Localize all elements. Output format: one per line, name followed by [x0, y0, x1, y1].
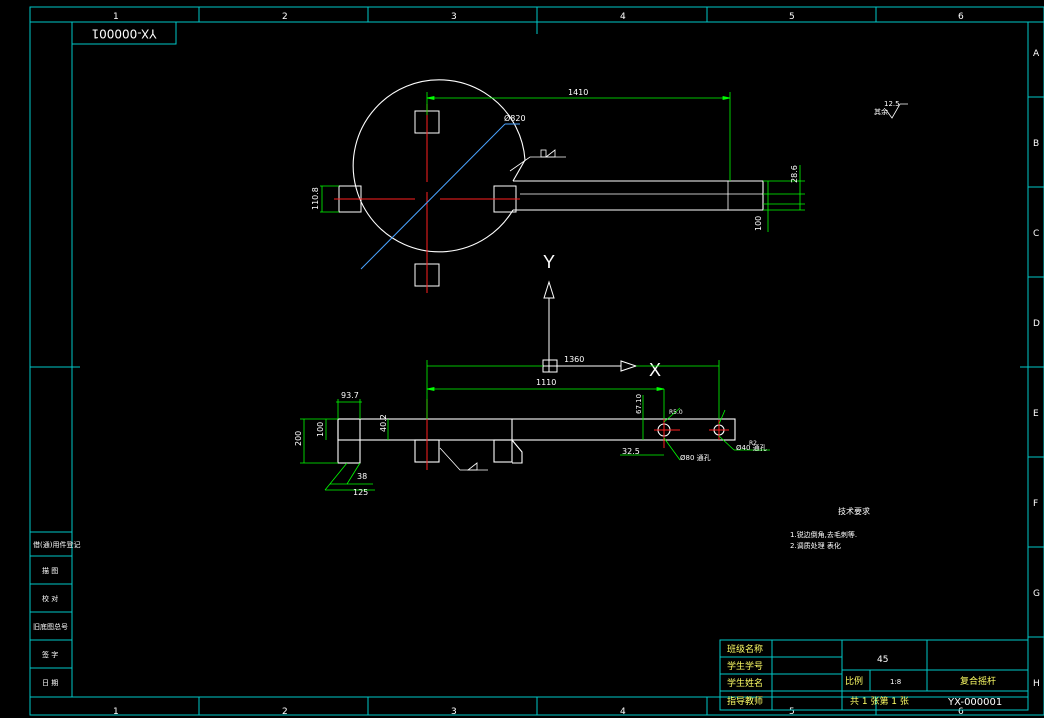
dim-40-2: 40.2 [379, 414, 388, 432]
tb-drawing-no: YX-000001 [947, 697, 1002, 708]
tb-scale-value: 1:8 [890, 678, 901, 686]
front-view-dimensions [300, 360, 770, 491]
left-stamp-labels: 借(通)用件登记 描 图 校 对 旧底图总号 签 字 日 期 [33, 540, 80, 687]
zone-top-6: 6 [958, 12, 964, 22]
dim-diameter: Ø820 [504, 113, 526, 123]
axis-x-label: X [649, 360, 661, 380]
dim-67-10: 67.10 [635, 394, 643, 414]
stub-2 [493, 439, 513, 463]
zone-side-b: B [1033, 139, 1039, 149]
notes-line-2: 2.调质处理 表化 [790, 541, 841, 550]
axis-y-label: Y [543, 252, 555, 272]
tb-scale-label: 比例 [845, 675, 863, 687]
stamp-label-5: 签 字 [42, 650, 58, 659]
surface-finish-value: 12.5 [884, 100, 900, 108]
tb-label-student-name: 学生姓名 [727, 677, 763, 689]
zone-bottom-4: 4 [620, 707, 626, 717]
surface-finish-label: 其余 [874, 107, 888, 116]
top-view-dimensions [320, 92, 805, 232]
tb-label-class: 班级名称 [727, 643, 763, 655]
title-block-text: 班级名称 学生学号 学生姓名 指导教师 45 比例 1:8 共 1 张第 1 张… [727, 643, 1002, 708]
zone-top-5: 5 [789, 12, 795, 22]
dim-arm-width: 100 [754, 216, 763, 231]
diameter-line [360, 123, 506, 270]
stamp-label-1: 借(通)用件登记 [33, 540, 80, 549]
zone-bottom-3: 3 [451, 707, 457, 717]
drawing-code-text: YX-000001 [91, 27, 157, 41]
zone-side-f: F [1033, 499, 1038, 509]
zone-bottom-5: 5 [789, 707, 795, 717]
zone-top-3: 3 [451, 12, 457, 22]
dim-r5: R5.0 [669, 409, 683, 416]
notes-line-1: 1.锐边倒角,去毛刺等. [790, 530, 857, 539]
ucs-axes-icon[interactable] [542, 280, 638, 373]
zone-side-g: G [1033, 589, 1040, 599]
stamp-label-4: 旧底图总号 [33, 622, 68, 631]
zone-top-4: 4 [620, 12, 626, 22]
dim-32-5: 32.5 [622, 447, 640, 456]
stamp-label-2: 描 图 [42, 566, 58, 575]
notes-title: 技术要求 [838, 506, 870, 516]
title-block[interactable] [719, 639, 1029, 711]
tb-label-teacher: 指导教师 [727, 695, 763, 707]
dim-small: 28.6 [790, 165, 799, 183]
dim-200: 200 [294, 431, 303, 446]
dim-100: 100 [316, 422, 325, 437]
weld-symbol-front [439, 447, 488, 471]
drawing-frame [29, 6, 1044, 716]
dim-slot-width: 110.8 [311, 187, 320, 210]
top-view[interactable]: Ø820 [334, 79, 764, 293]
zone-side-d: D [1033, 319, 1040, 329]
front-view[interactable] [337, 418, 736, 464]
zone-bottom-1: 1 [113, 707, 119, 717]
drawing-code-box: YX-000001 [71, 21, 177, 45]
arm-outline [513, 180, 764, 211]
dim-125: 125 [353, 488, 368, 497]
zone-side-c: C [1033, 229, 1039, 239]
top-centerlines [334, 104, 520, 293]
dim-93-7: 93.7 [341, 391, 359, 400]
surface-finish-symbol: 12.5 其余 [874, 100, 908, 119]
dim-r2: R2 [749, 440, 757, 447]
left-block [337, 418, 361, 464]
tb-part-name: 复合摇杆 [960, 675, 996, 687]
zone-side-a: A [1033, 49, 1040, 59]
zone-top-1: 1 [113, 12, 119, 22]
tb-material: 45 [877, 655, 888, 665]
zone-side-e: E [1033, 409, 1039, 419]
weld-symbol-top [509, 149, 566, 172]
zone-top-2: 2 [282, 12, 288, 22]
disc-outline [352, 79, 526, 253]
dim-hole-80: Ø80 通孔 [680, 453, 711, 462]
left-stamp-table [29, 531, 73, 698]
tb-sheets: 共 1 张第 1 张 [850, 695, 909, 707]
dim-38: 38 [357, 472, 367, 481]
technical-notes: 技术要求 1.锐边倒角,去毛刺等. 2.调质处理 表化 [790, 506, 870, 550]
dim-overall-length: 1410 [568, 88, 588, 97]
tb-label-student-id: 学生学号 [727, 660, 763, 672]
zone-bottom-6: 6 [958, 707, 964, 717]
stamp-label-6: 日 期 [42, 679, 58, 687]
zone-labels: 1 2 3 4 5 6 1 2 3 4 5 6 A B C D E F G H [113, 12, 1040, 717]
zone-bottom-2: 2 [282, 707, 288, 717]
dim-hole-40: Ø40 通孔 [736, 443, 767, 452]
stamp-label-3: 校 对 [42, 594, 58, 603]
dim-x-1360: 1360 [564, 355, 584, 364]
zone-side-h: H [1033, 679, 1040, 689]
dim-length: 1110 [536, 378, 556, 387]
